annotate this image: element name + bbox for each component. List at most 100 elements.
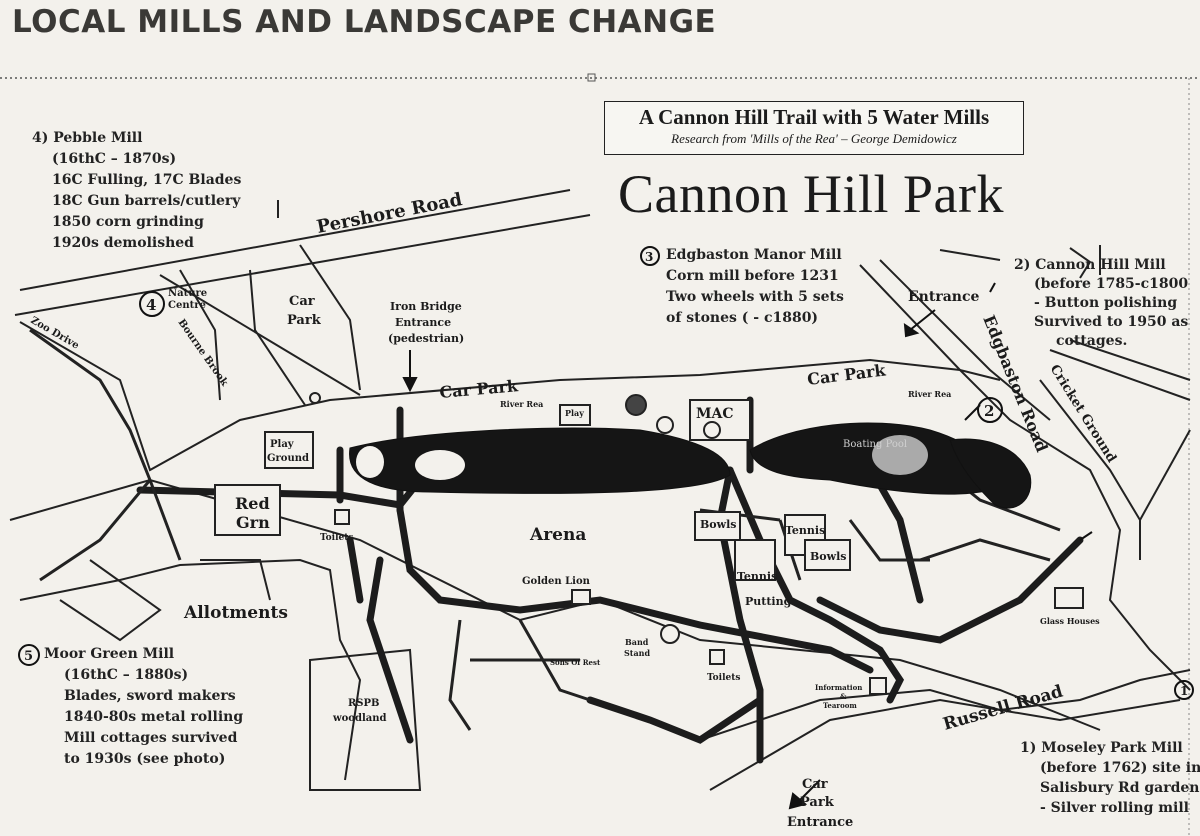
info-label-1: Information: [815, 683, 862, 692]
iron-bridge-label-2: Entrance: [395, 316, 451, 329]
cannon-hill-mill-note: 2) Cannon Hill Mill (before 1785-c1800 -…: [1014, 256, 1188, 351]
moseley-line-2: Salisbury Rd garden: [1040, 780, 1200, 796]
moor-line-4: Mill cottages survived: [64, 730, 238, 746]
marker-1: 1: [1180, 684, 1188, 698]
trail-heading: A Cannon Hill Trail with 5 Water Mills: [638, 105, 990, 129]
toilets-1-label: Toilets: [320, 533, 353, 543]
arrows: [402, 282, 1093, 810]
moor-line-3: 1840-80s metal rolling: [64, 709, 244, 725]
moseley-line-3: - Silver rolling mill: [1040, 800, 1190, 816]
marker-2: 2: [984, 402, 994, 420]
marker-1-circle: [1174, 680, 1194, 700]
river-rea-2-label: River Rea: [908, 389, 951, 399]
frame-handle: [587, 73, 596, 82]
bowls-1-label: Bowls: [700, 518, 736, 531]
glass-box: [1054, 587, 1084, 609]
play-label: Play: [565, 408, 584, 418]
tennis-1-label: Tennis: [785, 524, 825, 537]
bowls2-box: [804, 539, 851, 571]
boating-pool-label: Boating Pool: [843, 439, 907, 450]
pebble-line-2: 16C Fulling, 17C Blades: [52, 172, 242, 188]
pebble-line-1: (16thC – 1870s): [52, 151, 177, 167]
arena-label: Arena: [529, 525, 586, 545]
boating-lake: [349, 427, 731, 494]
nature-centre-label-1: Nature: [168, 288, 207, 299]
marker-4-circle: [139, 291, 165, 317]
rspb-label-1: RSPB: [348, 698, 380, 709]
trail-subheading: Research from 'Mills of the Rea' – Georg…: [671, 131, 957, 146]
golden-lion-label: Golden Lion: [522, 576, 591, 587]
pebble-line-5: 1920s demolished: [52, 235, 194, 251]
moor-line-1: (16thC – 1880s): [64, 667, 189, 683]
play-ground-label-2: Ground: [267, 453, 309, 464]
mill-markers: [18, 246, 1194, 700]
info-label-3: Tearoom: [823, 701, 857, 710]
toilets2-box: [709, 649, 725, 665]
marker-4: 4: [146, 296, 156, 314]
marker-5-circle: [18, 644, 40, 666]
buildings: [214, 399, 1084, 695]
page-title: LOCAL MILLS AND LANDSCAPE CHANGE: [12, 4, 717, 40]
edgbaston-line-0: Edgbaston Manor Mill: [666, 247, 842, 263]
cannon-line-2: - Button polishing: [1034, 295, 1178, 311]
tennis2-box: [734, 539, 776, 581]
pershore-road-label: Pershore Road: [315, 189, 464, 238]
moor-green-note: Moor Green Mill (16thC – 1880s) Blades, …: [44, 644, 243, 770]
cannon-line-0: 2) Cannon Hill Mill: [1014, 257, 1166, 273]
rspb-label-2: woodland: [332, 713, 386, 724]
pershore-road: [14, 189, 591, 316]
moseley-park-note: 1) Moseley Park Mill (before 1762) site …: [1020, 738, 1200, 818]
marker-3: 3: [645, 250, 653, 264]
play-ground-label-1: Play: [270, 439, 295, 450]
mac-label: MAC: [696, 406, 734, 422]
toilets1-box: [334, 509, 350, 525]
cannon-line-4: cottages.: [1056, 333, 1128, 349]
allotments-label: Allotments: [183, 603, 288, 623]
red-grn-box: [214, 484, 281, 536]
pebble-line-4: 1850 corn grinding: [52, 214, 204, 230]
lakes: [349, 422, 1032, 509]
bowls-2-label: Bowls: [810, 550, 846, 563]
car-park-entrance-1: Car: [802, 777, 828, 792]
moseley-line-1: (before 1762) site in: [1040, 760, 1200, 776]
car-park-entrance-2: Park: [800, 795, 835, 810]
moor-line-2: Blades, sword makers: [64, 688, 236, 704]
bourne-brook-label: Bourne Brook: [176, 317, 231, 389]
river-rea-1-label: River Rea: [500, 399, 543, 409]
toilets-2-label: Toilets: [707, 673, 740, 683]
info-box: [869, 677, 887, 695]
putting-label: Putting: [745, 595, 792, 608]
car-park-top-2: Park: [287, 313, 322, 328]
car-park-top-1: Car: [289, 294, 315, 309]
moor-line-0: Moor Green Mill: [44, 646, 175, 662]
red-grn-label-2: Grn: [236, 513, 270, 532]
boating-pool: [749, 422, 993, 495]
play-box: [559, 404, 591, 426]
marker-3-circle: [640, 246, 660, 266]
edgbaston-manor-note: Edgbaston Manor Mill Corn mill before 12…: [666, 245, 844, 329]
small-pool: [949, 438, 1032, 509]
cannon-line-1: (before 1785-c1800: [1034, 276, 1189, 292]
nature-centre-label-2: Centre: [168, 300, 206, 311]
band-stand-label-2: Stand: [624, 648, 650, 658]
round-features: [309, 392, 721, 644]
info-label-2: &: [840, 692, 847, 701]
edgbaston-line-3: of stones ( - c1880): [666, 310, 819, 326]
edgbaston-line-2: Two wheels with 5 sets: [666, 289, 844, 305]
pebble-mill-note: 4) Pebble Mill (16thC – 1870s) 16C Fulli…: [32, 128, 241, 254]
park-name: Cannon Hill Park: [618, 164, 1004, 224]
moseley-line-0: 1) Moseley Park Mill: [1020, 740, 1183, 756]
tennis-2-label: Tennis: [737, 570, 777, 583]
golden-lion-box: [571, 589, 591, 605]
bowls1-box: [694, 511, 741, 541]
band-stand-label-1: Band: [625, 637, 649, 647]
marker-2-circle: [977, 397, 1003, 423]
pebble-line-3: 18C Gun barrels/cutlery: [52, 193, 241, 209]
entrance-label: Entrance: [908, 289, 979, 305]
sons-of-rest-label: Sons Of Rest: [550, 658, 601, 667]
edgbaston-line-1: Corn mill before 1231: [666, 268, 839, 284]
car-park-entrance-3: Entrance: [787, 815, 853, 830]
glass-houses-label: Glass Houses: [1040, 616, 1100, 626]
lake-islands: [356, 435, 928, 480]
